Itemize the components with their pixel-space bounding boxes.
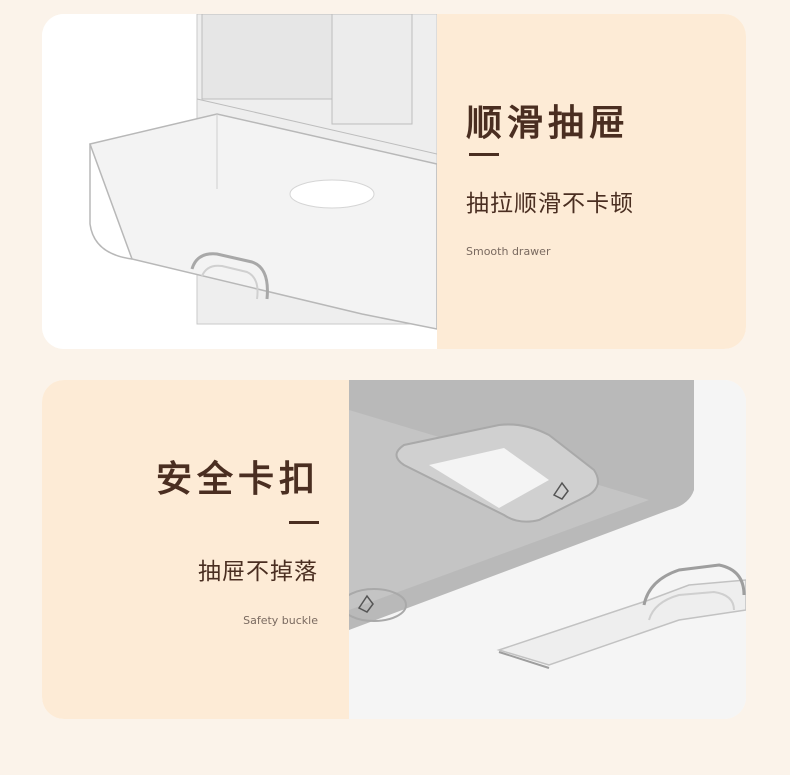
feature-title: 顺滑抽屉 <box>466 103 631 144</box>
buckle-illustration <box>349 380 746 719</box>
feature-card-safety-buckle: 安全卡扣 抽屉不掉落 Safety buckle <box>42 380 746 719</box>
feature-card-smooth-drawer: 顺滑抽屉 抽拉顺滑不卡顿 Smooth drawer <box>42 14 746 349</box>
feature-subtitle: 抽屉不掉落 <box>198 559 318 585</box>
title-divider <box>289 521 319 524</box>
feature-subtitle-en: Smooth drawer <box>466 245 551 258</box>
text-panel <box>42 380 349 719</box>
text-panel <box>437 14 746 349</box>
feature-subtitle-en: Safety buckle <box>243 614 318 627</box>
drawer-illustration <box>89 14 437 330</box>
title-divider <box>469 153 499 156</box>
drawer-product-photo <box>42 14 437 349</box>
feature-title: 安全卡扣 <box>155 459 320 500</box>
feature-subtitle: 抽拉顺滑不卡顿 <box>466 191 634 217</box>
buckle-product-photo <box>349 380 746 719</box>
